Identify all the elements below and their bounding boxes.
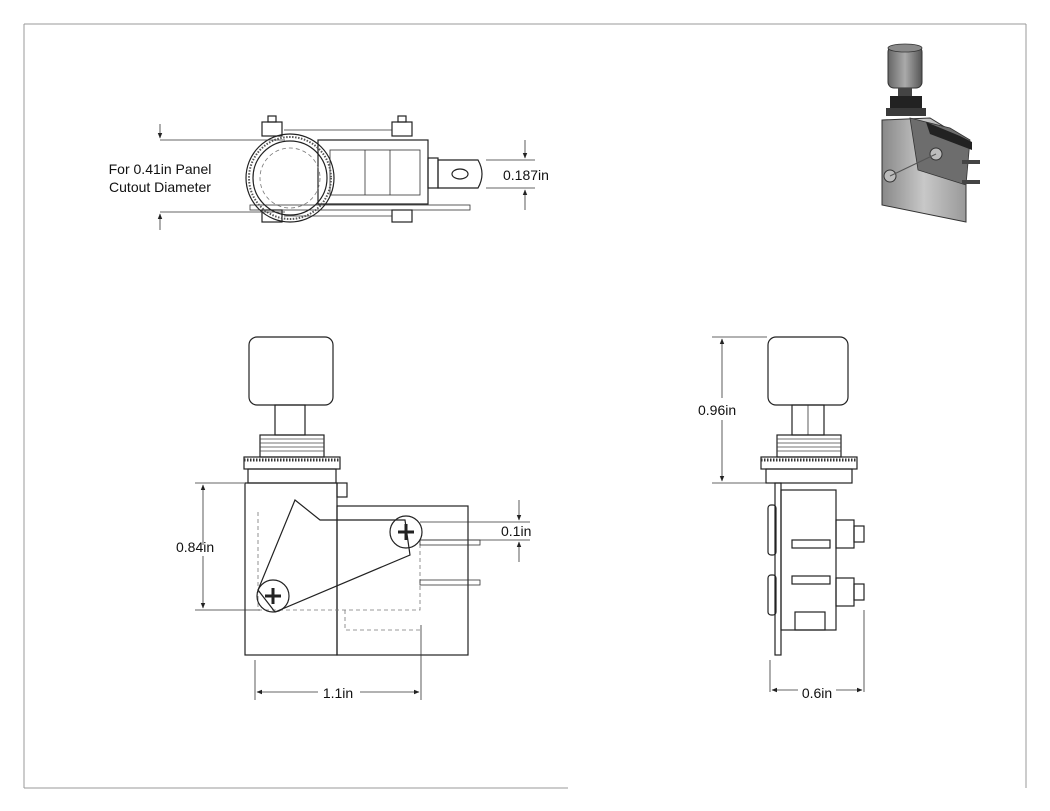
body-height-label: 0.84in	[176, 539, 214, 555]
panel-cutout-label-line1: For 0.41in Panel	[109, 161, 212, 177]
front-view: 0.84in 0.1in 1.1in	[176, 336, 531, 701]
body-depth-label: 0.6in	[802, 685, 832, 701]
side-view: 0.96in 0.6in	[698, 336, 865, 702]
body-length-label: 1.1in	[323, 685, 353, 701]
overall-height-label: 0.96in	[698, 402, 736, 418]
isometric-render	[881, 43, 980, 223]
sheet-border	[23, 23, 1027, 789]
terminal-width-label: 0.187in	[503, 167, 549, 183]
panel-cutout-label-line2: Cutout Diameter	[109, 179, 211, 195]
terminal-spacing-label: 0.1in	[501, 523, 531, 539]
front-screw-lower	[256, 579, 290, 613]
front-screw-upper	[389, 515, 423, 549]
top-view: For 0.41in Panel Cutout Diameter 0.187in	[109, 115, 549, 230]
